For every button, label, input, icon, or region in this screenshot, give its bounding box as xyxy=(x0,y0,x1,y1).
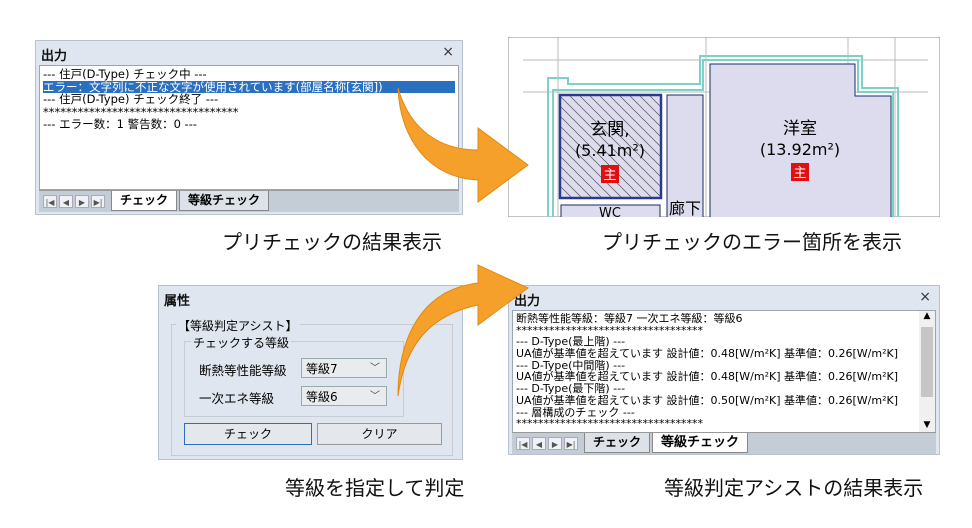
close-icon[interactable]: × xyxy=(442,289,454,305)
close-icon[interactable]: × xyxy=(919,289,931,305)
vertical-scrollbar[interactable]: ▲ ▼ xyxy=(919,311,935,432)
panel-title: 出力 xyxy=(41,49,68,64)
tab-bar: |◀ ◀ ▶ ▶| チェック 等級チェック xyxy=(39,190,459,212)
output-panel-precheck: 出力 × --- 住戸(D-Type) チェック中 --- エラー：文字列に不正… xyxy=(35,40,463,215)
marker-label: 主 xyxy=(793,166,806,181)
select-value: 等級7 xyxy=(306,362,338,376)
caption-grade-judge: 等級を指定して判定 xyxy=(285,476,465,500)
output-line[interactable]: ********************************** xyxy=(43,105,239,118)
insulation-grade-select[interactable]: 等級7 ﹀ xyxy=(301,358,387,378)
check-grade-group: チェックする等級 断熱等性能等級 等級7 ﹀ 一次エネ等級 等級6 ﹀ xyxy=(184,334,404,417)
output-line[interactable]: UA値が基準値を超えています 設計値：0.48[W/m²K] 基準値：0.26[… xyxy=(516,348,899,360)
energy-grade-label: 一次エネ等級 xyxy=(199,391,275,406)
room-wc[interactable] xyxy=(560,204,661,217)
room-area-yoshitsu: (13.92m²) xyxy=(760,140,840,159)
caption-precheck-result: プリチェックの結果表示 xyxy=(222,230,442,254)
next-page-icon[interactable]: ▶ xyxy=(548,437,562,450)
output-line[interactable]: --- 住戸(D-Type) チェック中 --- xyxy=(43,68,207,81)
tab-strip: チェック 等級チェック xyxy=(111,191,270,211)
prev-page-icon[interactable]: ◀ xyxy=(59,195,73,208)
tab-check[interactable]: チェック xyxy=(111,191,178,211)
room-label-hall: 廊下 xyxy=(669,199,701,217)
caption-precheck-error-location: プリチェックのエラー箇所を表示 xyxy=(602,230,902,254)
first-page-icon[interactable]: |◀ xyxy=(43,195,57,208)
clear-button[interactable]: クリア xyxy=(317,423,442,445)
scroll-up-icon[interactable]: ▲ xyxy=(923,311,931,321)
output-line[interactable]: ********************************** xyxy=(516,418,703,430)
marker-label: 主 xyxy=(603,168,616,183)
error-marker-icon[interactable] xyxy=(791,163,809,181)
output-line[interactable]: 断熱等性能等級：等級7 一次エネ等級：等級6 xyxy=(516,313,743,325)
energy-grade-select[interactable]: 等級6 ﹀ xyxy=(301,386,387,406)
panel-title: 属性 xyxy=(164,294,191,309)
output-line[interactable]: --- 層構成のチェック --- xyxy=(516,406,635,419)
room-label-wc: WC xyxy=(599,206,621,217)
grade-assist-group: 【等級判定アシスト】 チェックする等級 断熱等性能等級 等級7 ﹀ 一次エネ等級 … xyxy=(171,317,453,456)
room-label-genkan: 玄関, xyxy=(590,120,629,140)
error-marker-icon[interactable] xyxy=(601,165,619,183)
room-area-genkan: (5.41m²) xyxy=(575,141,645,160)
insulation-grade-label: 断熱等性能等級 xyxy=(199,363,287,378)
wall-outline xyxy=(547,55,899,217)
output-line[interactable]: --- D-Type(最上階) --- xyxy=(516,336,626,349)
scroll-down-icon[interactable]: ▼ xyxy=(923,420,931,431)
output-text[interactable]: --- 住戸(D-Type) チェック中 --- エラー：文字列に不正な文字が使… xyxy=(39,65,459,190)
chevron-down-icon: ﹀ xyxy=(370,363,380,374)
next-page-icon[interactable]: ▶ xyxy=(75,195,89,208)
panel-title: 出力 xyxy=(514,294,541,309)
check-button[interactable]: チェック xyxy=(184,423,312,445)
floor-plan-view[interactable]: 玄関, (5.41m²) 洋室 (13.92m²) 廊下 WC 主 主 xyxy=(508,37,940,217)
last-page-icon[interactable]: ▶| xyxy=(91,195,105,208)
output-line[interactable]: --- D-Type(最下階) --- xyxy=(516,383,626,395)
properties-panel: 属性 × 【等級判定アシスト】 チェックする等級 断熱等性能等級 等級7 ﹀ 一次… xyxy=(158,285,463,460)
output-line[interactable]: UA値が基準値を超えています 設計値：0.50[W/m²K] 基準値：0.26[… xyxy=(516,394,899,407)
group-label: 【等級判定アシスト】 xyxy=(176,317,300,334)
scrollbar-thumb[interactable] xyxy=(921,327,933,397)
output-line[interactable]: UA値が基準値を超えています 設計値：0.48[W/m²K] 基準値：0.26[… xyxy=(516,371,899,384)
room-label-yoshitsu: 洋室 xyxy=(783,119,817,139)
first-page-icon[interactable]: |◀ xyxy=(516,437,530,450)
output-line[interactable]: ********************************** xyxy=(516,324,703,337)
chevron-down-icon: ﹀ xyxy=(370,391,380,402)
group-label: チェックする等級 xyxy=(191,334,292,351)
caption-grade-assist-result: 等級判定アシストの結果表示 xyxy=(664,476,924,500)
room-yoshitsu[interactable] xyxy=(709,63,892,217)
close-icon[interactable]: × xyxy=(442,44,454,60)
tab-check[interactable]: チェック xyxy=(584,433,651,453)
output-panel-grade: 出力 × 断熱等性能等級：等級7 一次エネ等級：等級6 ************… xyxy=(508,285,940,455)
output-line[interactable]: --- エラー数：1 警告数：0 --- xyxy=(43,118,197,131)
output-line[interactable]: --- 住戸(D-Type) チェック終了 --- xyxy=(43,93,219,106)
last-page-icon[interactable]: ▶| xyxy=(564,437,578,450)
error-hatch xyxy=(561,96,660,197)
tab-grade-check[interactable]: 等級チェック xyxy=(652,433,749,453)
output-line[interactable]: --- D-Type(中間階) --- xyxy=(516,359,626,372)
output-line-selected[interactable]: エラー：文字列に不正な文字が使用されています(部屋名称[玄関]) xyxy=(43,80,455,93)
prev-page-icon[interactable]: ◀ xyxy=(532,437,546,450)
tab-bar: |◀ ◀ ▶ ▶| チェック 等級チェック xyxy=(512,432,936,454)
output-text[interactable]: 断熱等性能等級：等級7 一次エネ等級：等級6 *****************… xyxy=(512,310,936,433)
select-value: 等級6 xyxy=(306,390,338,404)
tab-strip: チェック 等級チェック xyxy=(584,433,749,453)
tab-grade-check[interactable]: 等級チェック xyxy=(179,191,270,211)
room-hall[interactable] xyxy=(666,94,704,217)
